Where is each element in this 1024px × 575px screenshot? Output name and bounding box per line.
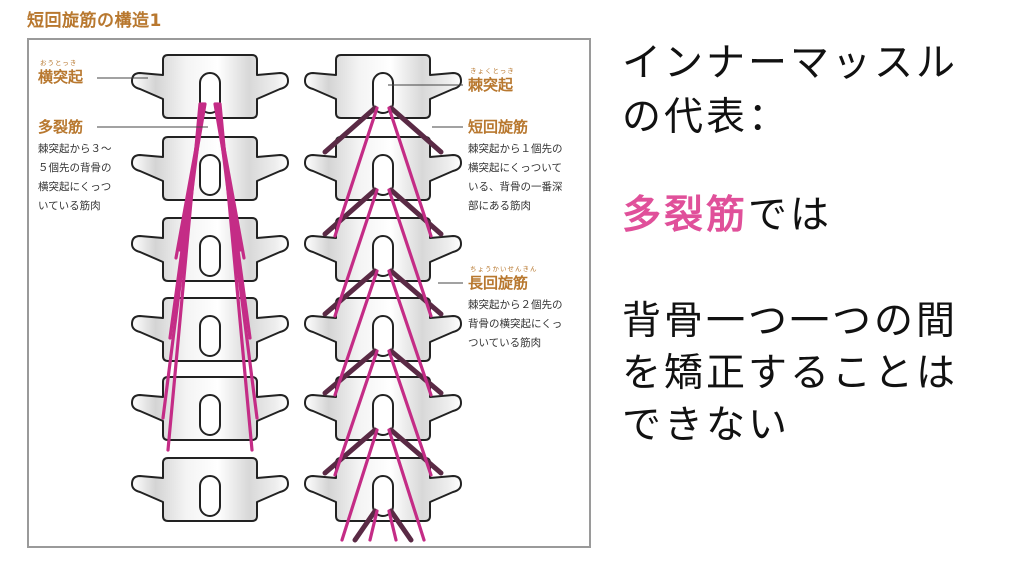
short-rotatores-label: 短回旋筋: [468, 118, 529, 136]
line3-rest: では: [748, 193, 833, 238]
multifidus-label: 多裂筋: [38, 118, 84, 136]
short-rotatores-description: 棘突起から１個先の 横突起にくっついて いる、背骨の一番深 部にある筋肉: [468, 143, 563, 212]
multifidus-description: 棘突起から３〜 ５個先の背骨の 横突起にくっつ いている筋肉: [38, 143, 112, 212]
figure-title: 短回旋筋の構造1: [27, 11, 162, 31]
slide-text-line4: 背骨一つ一つの間: [622, 299, 959, 344]
spinous-process-label: 棘突起: [468, 76, 514, 94]
slide-text-line5: を矯正することは: [622, 351, 959, 396]
long-rotatores-label: 長回旋筋: [468, 274, 529, 292]
transverse-process-label: 横突起: [38, 68, 84, 86]
multifidus-muscle: [161, 102, 259, 452]
slide-text-line2: の代表：: [622, 95, 791, 140]
spinous-process-ruby: きょくとっき: [470, 67, 515, 75]
transverse-process-ruby: おうとっき: [40, 59, 78, 67]
short-rotatores-muscle: [322, 105, 444, 543]
spine-diagram-frame: [27, 38, 591, 548]
long-rotatores-muscle: [333, 106, 433, 542]
leader-lines: [97, 77, 463, 284]
slide-text-line6: できない: [622, 403, 791, 448]
highlight-multifidus: 多裂筋: [622, 193, 749, 238]
long-rotatores-ruby: ちょうかいせんきん: [470, 265, 538, 273]
slide-text-line1: インナーマッスル: [622, 41, 959, 86]
slide-text-line3: 多裂筋では: [622, 190, 832, 242]
left-spine: [131, 54, 289, 522]
right-spine: [304, 54, 462, 543]
long-rotatores-description: 棘突起から２個先の 背骨の横突起にくっ ついている筋肉: [468, 299, 563, 349]
